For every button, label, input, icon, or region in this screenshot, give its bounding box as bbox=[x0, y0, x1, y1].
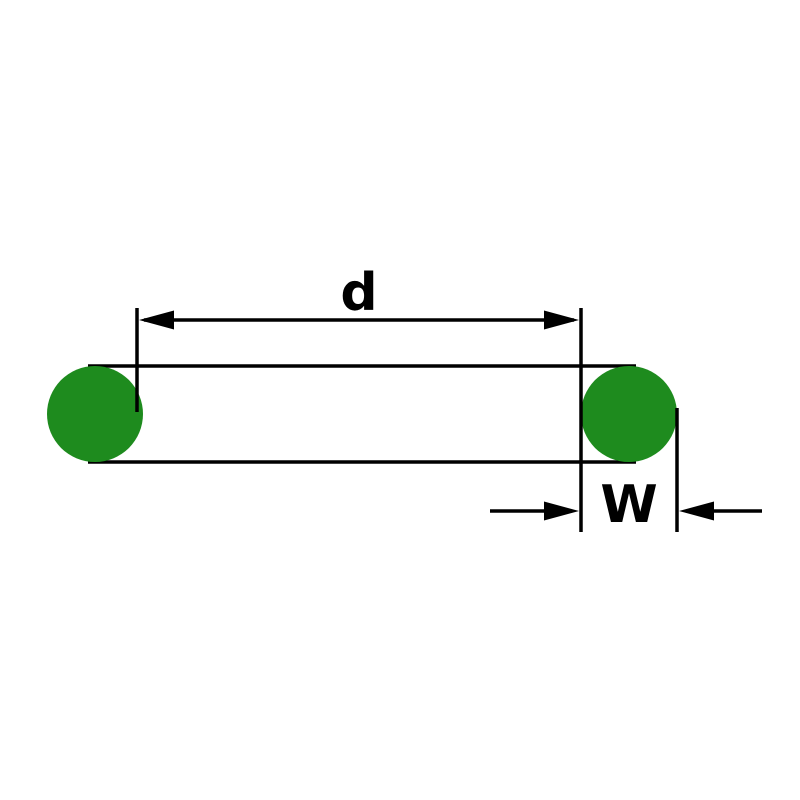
w-arrowhead-left-icon bbox=[544, 501, 579, 521]
d-dimension-label: d bbox=[340, 263, 377, 323]
w-dimension-label: W bbox=[600, 475, 657, 535]
oring-cross-section-left bbox=[47, 366, 143, 462]
d-arrowhead-left-icon bbox=[139, 310, 174, 330]
w-arrowhead-right-icon bbox=[679, 501, 714, 521]
oring-cross-section-right bbox=[581, 366, 677, 462]
d-arrowhead-right-icon bbox=[544, 310, 579, 330]
